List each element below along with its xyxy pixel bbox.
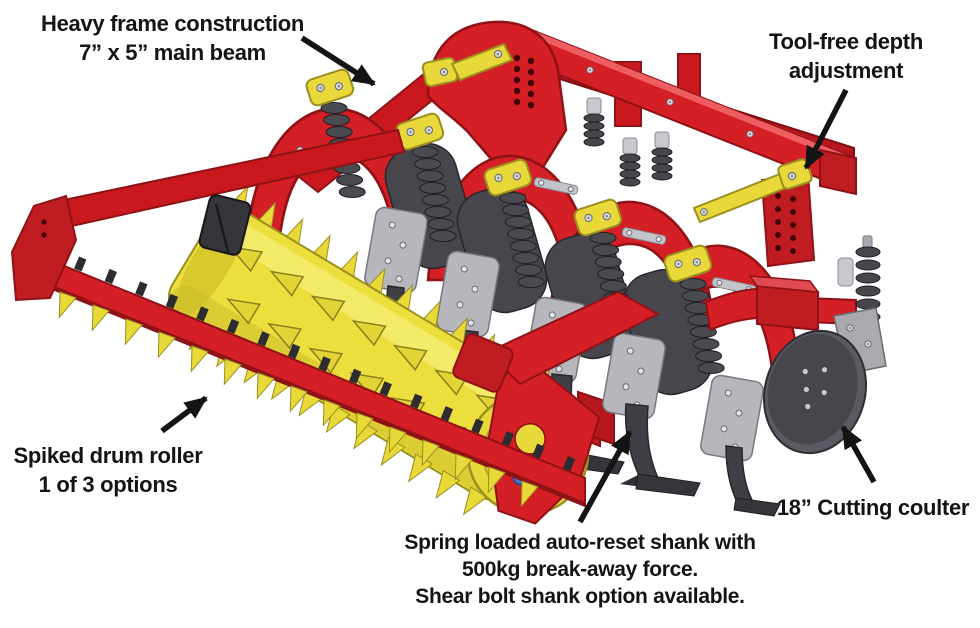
depth-lever-rear xyxy=(692,158,813,224)
annotation-line: 18” Cutting coulter xyxy=(776,495,970,520)
spring-clamp xyxy=(305,68,355,107)
depth-adjustment-holes-front xyxy=(513,54,535,109)
arrow-heavy-frame xyxy=(300,35,376,87)
headstock-plate xyxy=(426,20,568,176)
rail-bracket-left xyxy=(10,194,78,302)
roller-arm-clamp xyxy=(198,194,252,256)
coulter-disc xyxy=(762,329,868,455)
rear-spring-stack xyxy=(619,137,641,187)
arrow-auto-reset-shank xyxy=(577,430,633,524)
shank-leg xyxy=(624,403,660,483)
depth-lever-front xyxy=(421,42,514,88)
coulter-mount xyxy=(756,284,819,332)
rail-clamp xyxy=(452,333,514,393)
rear-spring-stack xyxy=(651,131,673,181)
annotation-line: 7” x 5” main beam xyxy=(79,40,266,65)
annotation-arrows xyxy=(160,35,877,524)
annotation-drum-roller: Spiked drum roller 1 of 3 options xyxy=(8,441,208,499)
annotation-line: Heavy frame construction xyxy=(41,11,304,36)
coulter-mount-top xyxy=(748,275,820,293)
roller-arm-right xyxy=(486,290,661,386)
beam-end-cap xyxy=(819,148,857,196)
shank-assembly xyxy=(600,261,721,497)
arrow-cutting-coulter xyxy=(840,425,877,484)
annotation-line: adjustment xyxy=(788,58,904,83)
main-beam-highlight xyxy=(532,30,854,165)
arrow-depth-adjustment xyxy=(803,88,849,170)
shank-foot xyxy=(635,473,701,497)
shank-foot xyxy=(733,497,781,517)
annotation-line: Spiked drum roller xyxy=(13,443,203,468)
shank-assembly xyxy=(698,373,781,517)
annotation-auto-reset-shank: Spring loaded auto-reset shank with 500k… xyxy=(375,529,785,610)
coulter-damper xyxy=(837,257,854,287)
annotation-cutting-coulter: 18” Cutting coulter xyxy=(758,493,980,522)
annotation-heavy-frame: Heavy frame construction 7” x 5” main be… xyxy=(20,9,325,67)
annotation-line: Shear bolt shank option available. xyxy=(415,585,745,608)
annotation-line: 1 of 3 options xyxy=(38,472,178,497)
annotation-depth-adjustment: Tool-free depth adjustment xyxy=(733,27,959,85)
annotation-line: 500kg break-away force. xyxy=(462,558,698,581)
arrow-drum-roller xyxy=(160,395,208,434)
coulter-assembly xyxy=(704,235,887,455)
main-frame xyxy=(296,20,857,196)
annotation-line: Tool-free depth xyxy=(769,29,923,54)
roller-front-rail xyxy=(10,194,586,510)
rear-spring-stack xyxy=(583,97,605,147)
annotation-line: Spring loaded auto-reset shank with xyxy=(404,531,756,554)
